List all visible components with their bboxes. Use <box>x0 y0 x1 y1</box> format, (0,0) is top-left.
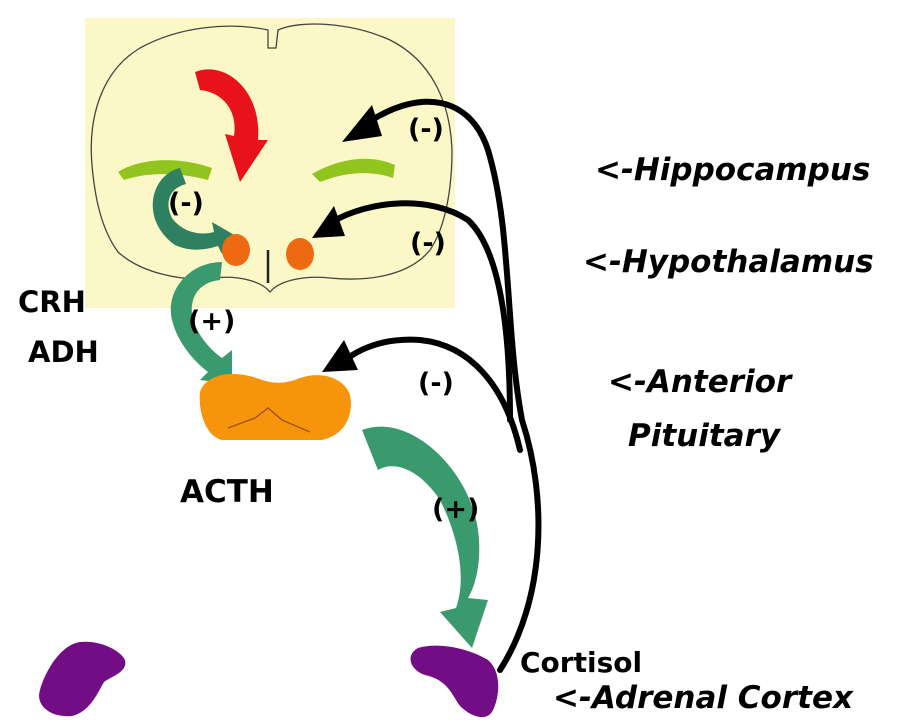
sign-pituitary-feedback: (-) <box>418 368 454 399</box>
label-adrenal-cortex: <-Adrenal Cortex <box>553 680 854 716</box>
label-anterior: <-Anterior <box>608 364 793 400</box>
label-cortisol: Cortisol <box>520 646 642 679</box>
label-hypothalamus: <-Hypothalamus <box>583 244 874 280</box>
hypothalamus-left <box>222 234 250 266</box>
sign-acth-stimulation: (+) <box>432 494 479 525</box>
label-crh: CRH <box>18 285 86 319</box>
sign-hypothalamus-feedback: (-) <box>410 228 446 259</box>
anterior-pituitary <box>200 374 351 440</box>
adrenal-right <box>411 646 499 717</box>
sign-hippocampus-to-hypothalamus: (-) <box>168 188 204 219</box>
sign-hippocampus-feedback: (-) <box>408 114 444 145</box>
acth-arrow <box>362 427 488 648</box>
sign-crh-stimulation: (+) <box>188 306 235 337</box>
hypothalamus-right <box>286 238 314 270</box>
adrenal-left <box>39 642 125 716</box>
label-hippocampus: <-Hippocampus <box>595 152 870 188</box>
label-acth: ACTH <box>180 474 274 510</box>
label-adh: ADH <box>28 335 99 369</box>
label-pituitary: Pituitary <box>628 418 782 454</box>
